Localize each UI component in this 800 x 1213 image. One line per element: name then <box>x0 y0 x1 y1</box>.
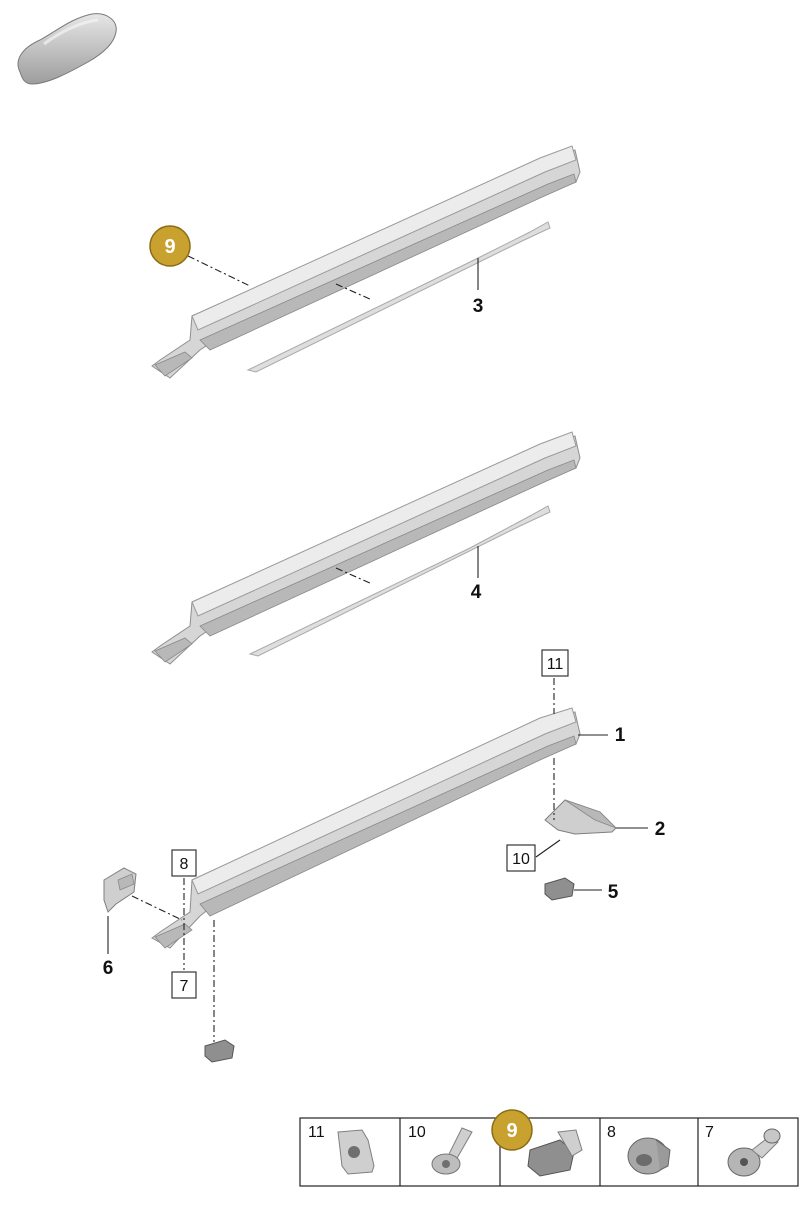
callout-2[interactable]: 2 <box>655 819 666 840</box>
badge-9-top-label: 9 <box>164 236 175 258</box>
boxed-ref-7-label: 7 <box>180 978 189 995</box>
sill-assembly-top <box>151 145 581 379</box>
callout-1[interactable]: 1 <box>615 725 626 746</box>
trim-strip-4 <box>248 505 551 657</box>
boxed-ref-7[interactable]: 7 <box>171 971 197 999</box>
push-rivet-icon <box>431 1127 473 1175</box>
clip-part-5 <box>544 877 575 901</box>
boxed-ref-10[interactable]: 10 <box>506 844 536 872</box>
parts-table-cell-7-number: 7 <box>705 1124 714 1141</box>
sill-assembly-bottom <box>151 707 581 949</box>
parts-table-cell-9[interactable]: 9 <box>491 1109 583 1177</box>
parts-table-cell-7[interactable]: 7 <box>705 1124 781 1177</box>
callout-4[interactable]: 4 <box>471 582 482 603</box>
boxed-ref-8[interactable]: 8 <box>171 849 197 877</box>
leader-lines <box>107 255 648 1042</box>
clip-lower <box>204 1039 235 1063</box>
parts-table-cell-8[interactable]: 8 <box>607 1124 671 1175</box>
clip-plate-icon <box>337 1129 375 1175</box>
end-cap-part-6 <box>103 867 137 913</box>
parts-table: 11 10 9 <box>299 1109 799 1187</box>
callout-5[interactable]: 5 <box>608 882 619 903</box>
boxed-ref-11[interactable]: 11 <box>541 649 569 677</box>
boxed-ref-10-label: 10 <box>512 851 530 868</box>
parts-table-cell-11[interactable]: 11 <box>308 1124 375 1175</box>
spreader-rivet-icon <box>727 1128 781 1177</box>
parts-table-cell-8-number: 8 <box>607 1124 616 1141</box>
badge-9-table-label: 9 <box>506 1120 517 1142</box>
sill-assembly-middle <box>151 431 581 665</box>
parts-table-cell-11-number: 11 <box>308 1124 325 1141</box>
expanding-clip-icon <box>527 1129 583 1177</box>
plug-grommet-icon <box>627 1137 671 1175</box>
trim-strip-3 <box>246 221 551 373</box>
car-silhouette-icon[interactable] <box>17 13 117 85</box>
boxed-ref-11-label: 11 <box>547 656 564 673</box>
parts-table-cell-10-number: 10 <box>408 1124 426 1141</box>
badge-9-table[interactable]: 9 <box>491 1109 533 1151</box>
bracket-part-2 <box>544 799 617 835</box>
callout-6[interactable]: 6 <box>103 958 114 979</box>
badge-9-top[interactable]: 9 <box>149 225 191 267</box>
parts-table-cell-10[interactable]: 10 <box>408 1124 473 1175</box>
callout-3[interactable]: 3 <box>473 296 484 317</box>
boxed-ref-8-label: 8 <box>180 856 189 873</box>
